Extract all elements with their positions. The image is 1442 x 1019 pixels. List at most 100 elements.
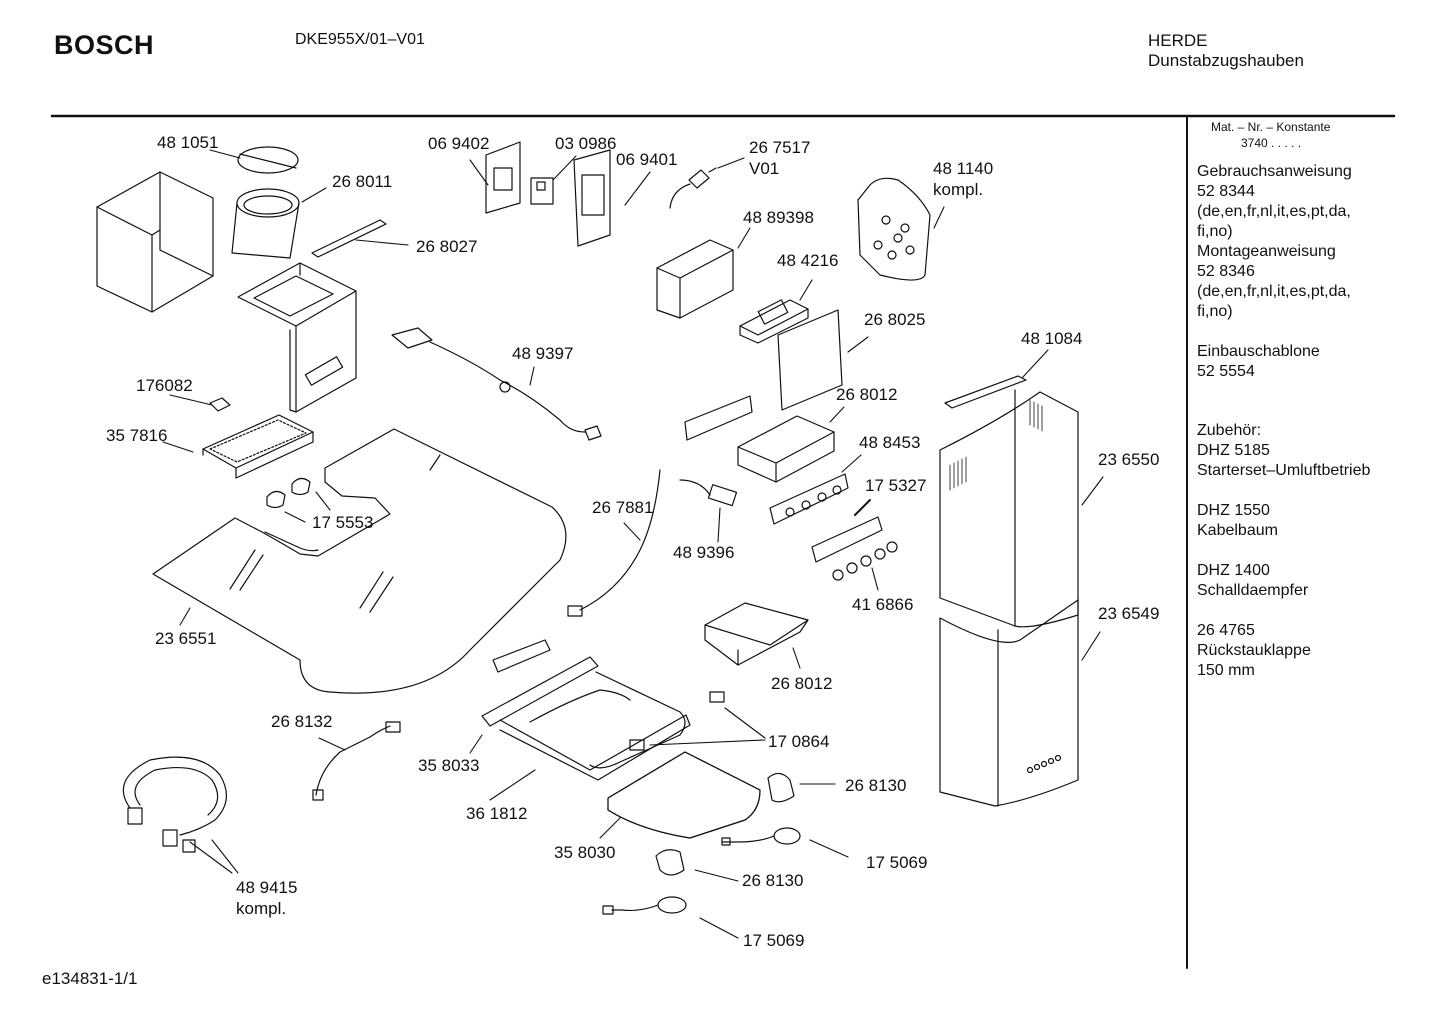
- part-label: 23 6550: [1098, 450, 1160, 469]
- motor-lower-shape: [602, 896, 687, 915]
- part-label: 17 5069: [743, 931, 805, 950]
- part-label: 06 9402: [428, 134, 490, 153]
- clip-shape: [209, 397, 231, 412]
- part-label: 48 9396: [673, 543, 735, 562]
- part-label: 48 9415: [236, 878, 298, 897]
- motor-bracket-shape: [237, 262, 357, 413]
- terminal-block-shape: [485, 141, 521, 214]
- cable-connector-shape: [312, 721, 401, 801]
- sidebar-line: DHZ 1400: [1197, 562, 1270, 579]
- chimney-lower-shape: [939, 599, 1079, 807]
- sidebar-line: Gebrauchsanweisung: [1197, 163, 1352, 180]
- part-label: 23 6549: [1098, 604, 1160, 623]
- cable-set-shape: [122, 756, 227, 853]
- sidebar-line: (de,en,fr,nl,it,es,pt,da,: [1197, 283, 1351, 300]
- part-label: 06 9401: [616, 150, 678, 169]
- sidebar-line: 52 8346: [1197, 263, 1255, 280]
- air-outlet-shape: [231, 188, 300, 259]
- electronics-cover-shape: [656, 239, 734, 319]
- part-label: 48 4216: [777, 251, 839, 270]
- part-label: 26 8012: [771, 674, 833, 693]
- button-panel-shape: [811, 516, 898, 581]
- installation-kit-bag-shape: [857, 177, 931, 281]
- part-label: 35 8033: [418, 756, 480, 775]
- part-label: 48 1051: [157, 133, 219, 152]
- fan-housing-shape: [767, 772, 795, 803]
- sidebar-line: (de,en,fr,nl,it,es,pt,da,: [1197, 203, 1351, 220]
- duct-housing-shape: [96, 171, 214, 313]
- filter-pad-shape: [777, 309, 843, 411]
- damper-flap-shape: [237, 146, 299, 174]
- transformer-shape: [739, 299, 809, 344]
- control-board-shape: [573, 149, 611, 247]
- mat-number-header: Mat. – Nr. – Konstante: [1211, 120, 1331, 134]
- power-plug-shape: [669, 167, 717, 209]
- part-label: 26 8130: [742, 871, 804, 890]
- sidebar-line: Schalldaempfer: [1197, 582, 1309, 599]
- part-label: 26 8027: [416, 237, 478, 256]
- part-label: 26 8130: [845, 776, 907, 795]
- part-label: 41 6866: [852, 595, 914, 614]
- part-label: 17 5553: [312, 513, 374, 532]
- sidebar-line: Zubehör:: [1197, 422, 1262, 439]
- model-number: DKE955X/01–V01: [295, 31, 425, 48]
- part-label: 17 5327: [865, 476, 927, 495]
- sidebar-line: 52 5554: [1197, 363, 1255, 380]
- sidebar-line: 150 mm: [1197, 662, 1255, 679]
- wiring-harness-shape: [391, 327, 602, 441]
- part-label: 48 9397: [512, 344, 574, 363]
- electronics-tray-shape: [704, 602, 809, 666]
- glass-canopy-shape: [152, 428, 567, 694]
- part-label: 26 8132: [271, 712, 333, 731]
- part-label: V01: [749, 159, 780, 178]
- display-frame-shape: [684, 395, 753, 441]
- chimney-upper-shape: [939, 375, 1079, 628]
- part-label: 26 7881: [592, 498, 654, 517]
- switch-board-shape: [769, 473, 849, 525]
- part-label: kompl.: [933, 180, 984, 199]
- part-label: 36 1812: [466, 804, 528, 823]
- sidebar-line: Einbauschablone: [1197, 343, 1320, 360]
- sidebar-line: Montageanweisung: [1197, 243, 1336, 260]
- part-label: 48 1084: [1021, 329, 1083, 348]
- part-label: 35 7816: [106, 426, 168, 445]
- base-frame-shape: [481, 639, 725, 781]
- switch-housing-shape: [737, 415, 835, 483]
- fan-housing-lower-shape: [655, 849, 685, 876]
- part-label: 48 8453: [859, 433, 921, 452]
- part-label: kompl.: [236, 899, 287, 918]
- sidebar-line: DHZ 5185: [1197, 442, 1270, 459]
- motor-shape: [721, 827, 801, 846]
- part-label: 26 8012: [836, 385, 898, 404]
- filter-pad-lower-shape: [607, 751, 761, 839]
- part-label: 26 8025: [864, 310, 926, 329]
- sidebar-line: Starterset–Umluftbetrieb: [1197, 462, 1371, 479]
- part-label: 26 8011: [332, 172, 393, 191]
- brand-logo: BOSCH: [54, 30, 155, 60]
- sidebar-line: fi,no): [1197, 303, 1233, 320]
- sidebar-line: 26 4765: [1197, 622, 1255, 639]
- part-label: 176082: [136, 376, 193, 395]
- category-title: HERDE: [1148, 31, 1208, 50]
- grease-filter-shape: [202, 414, 314, 479]
- part-label: 48 89398: [743, 208, 814, 227]
- sidebar-line: fi,no): [1197, 223, 1233, 240]
- sidebar-line: Kabelbaum: [1197, 522, 1278, 539]
- part-label: 48 1140: [933, 159, 994, 178]
- part-label: 17 5069: [866, 853, 928, 872]
- part-label: 03 0986: [555, 134, 617, 153]
- sidebar-line: Rückstauklappe: [1197, 642, 1311, 659]
- relay-shape: [530, 177, 554, 205]
- part-label: 17 0864: [768, 732, 830, 751]
- part-label: 35 8030: [554, 843, 616, 862]
- sidebar-line: DHZ 1550: [1197, 502, 1270, 519]
- seal-strip-shape: [311, 219, 387, 258]
- part-label: 26 7517: [749, 138, 811, 157]
- mat-number-value: 3740 . . . . .: [1241, 136, 1302, 150]
- knob-caps-shape: [266, 477, 311, 509]
- document-id: e134831-1/1: [42, 969, 138, 988]
- part-label: 23 6551: [155, 629, 217, 648]
- connector-cable-shape: [567, 469, 738, 617]
- sidebar-line: 52 8344: [1197, 183, 1255, 200]
